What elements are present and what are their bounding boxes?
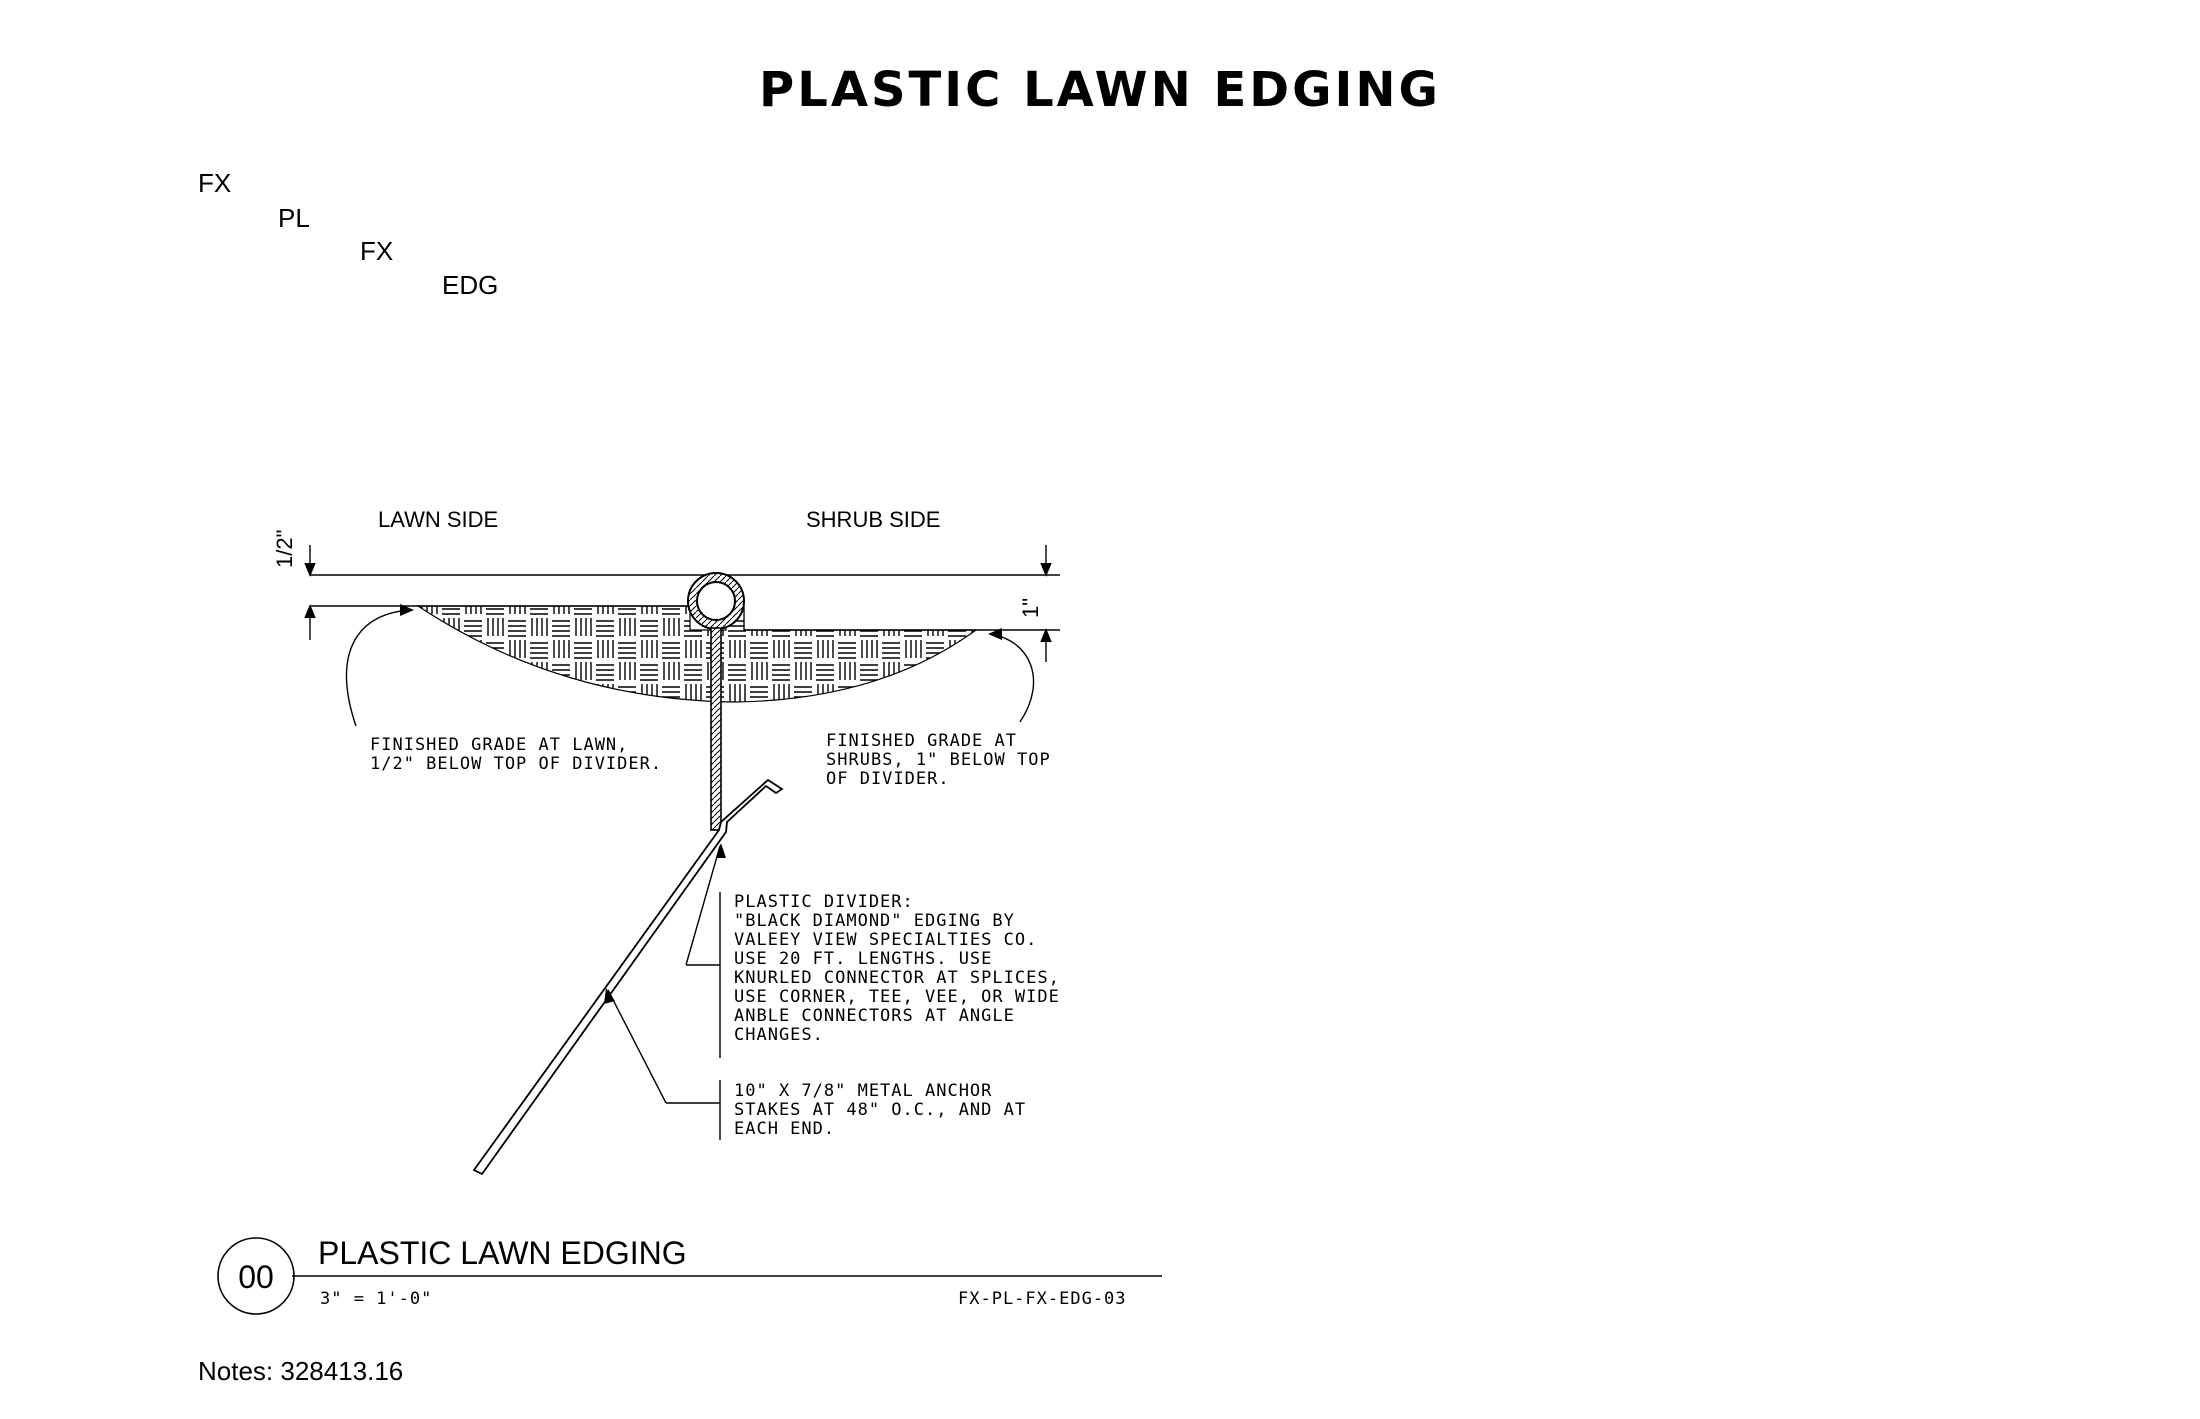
- callout-stakes-line-2: STAKES AT 48" O.C., AND AT: [734, 1100, 1026, 1120]
- metal-anchor-stake: [472, 778, 784, 1176]
- notes-text: Notes: 328413.16: [198, 1356, 404, 1386]
- divider-stem: [710, 627, 722, 831]
- dimension-half-inch-label: 1/2": [272, 530, 297, 568]
- code-line-4: EDG: [442, 270, 499, 300]
- callout-divider-line-8: CHANGES.: [734, 1025, 824, 1045]
- callout-stakes-line-3: EACH END.: [734, 1119, 835, 1139]
- leader-shrub-grade: [989, 633, 1035, 723]
- detail-title: PLASTIC LAWN EDGING: [318, 1235, 687, 1271]
- code-line-1: FX: [198, 168, 232, 198]
- callout-shrub-grade-line-2: SHRUBS, 1" BELOW TOP: [826, 750, 1051, 770]
- leader-anchor-stakes: [607, 989, 721, 1140]
- callout-shrub-grade-line-1: FINISHED GRADE AT: [826, 731, 1017, 751]
- callout-divider-line-2: "BLACK DIAMOND" EDGING BY: [734, 911, 1015, 931]
- dimension-one-inch: [1040, 545, 1052, 662]
- callout-divider-line-1: PLASTIC DIVIDER:: [734, 892, 914, 912]
- callout-divider-line-5: KNURLED CONNECTOR AT SPLICES,: [734, 968, 1060, 988]
- detail-number: 00: [238, 1259, 274, 1295]
- leader-plastic-divider: [685, 845, 721, 1058]
- callout-divider-line-3: VALEEY VIEW SPECIALTIES CO.: [734, 930, 1037, 950]
- detail-scale: 3" = 1'-0": [320, 1289, 432, 1309]
- leader-lawn-grade: [345, 609, 413, 727]
- callout-divider-line-6: USE CORNER, TEE, VEE, OR WIDE: [734, 987, 1060, 1007]
- code-line-3: FX: [360, 236, 394, 266]
- code-line-2: PL: [278, 203, 310, 233]
- detail-drawing-id: FX-PL-FX-EDG-03: [958, 1289, 1127, 1309]
- callout-lawn-grade-line-2: 1/2" BELOW TOP OF DIVIDER.: [370, 754, 662, 774]
- callout-stakes-line-1: 10" X 7/8" METAL ANCHOR: [734, 1081, 992, 1101]
- dimension-half-inch: [304, 545, 316, 640]
- sheet-title: PLASTIC LAWN EDGING: [759, 62, 1441, 118]
- callout-shrub-grade-line-3: OF DIVIDER.: [826, 769, 950, 789]
- callout-divider-line-7: ANBLE CONNECTORS AT ANGLE: [734, 1006, 1015, 1026]
- shrub-side-label: SHRUB SIDE: [806, 507, 940, 532]
- dimension-one-inch-label: 1": [1018, 598, 1043, 618]
- callout-lawn-grade-line-1: FINISHED GRADE AT LAWN,: [370, 735, 628, 755]
- callout-divider-line-4: USE 20 FT. LENGTHS. USE: [734, 949, 992, 969]
- lawn-side-label: LAWN SIDE: [378, 507, 498, 532]
